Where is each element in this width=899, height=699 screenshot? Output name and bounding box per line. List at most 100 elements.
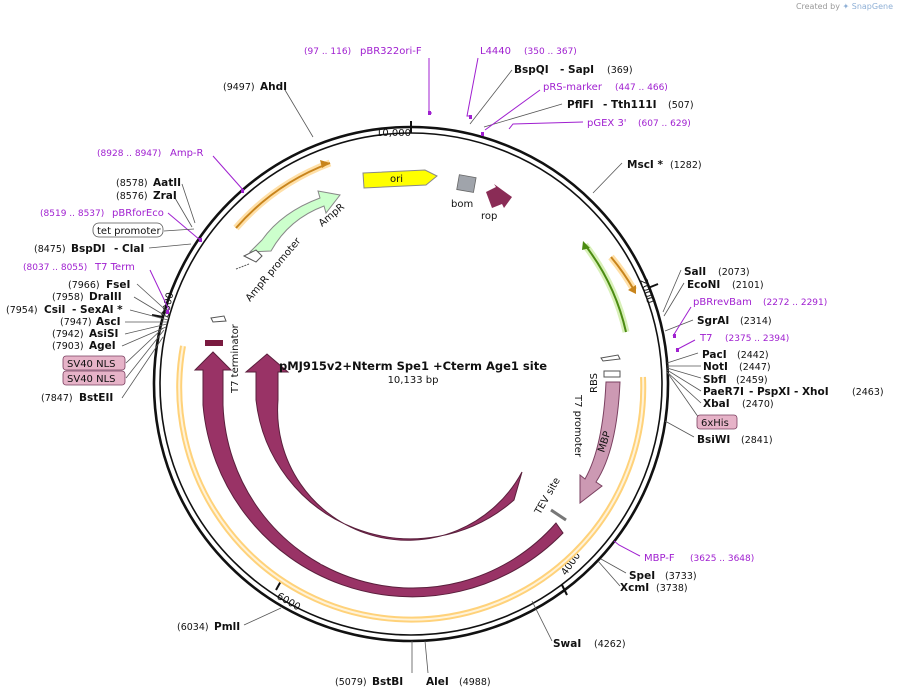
primer-l4440[interactable]: L4440 — [480, 46, 511, 57]
sv40-nls-box-1[interactable] — [62, 355, 126, 371]
site-xbai-pos: (2470) — [742, 399, 774, 410]
site-clai[interactable]: - ClaI — [114, 243, 144, 255]
right-leader-lines — [411, 69, 702, 674]
site-msci[interactable]: MscI * — [627, 159, 663, 171]
site-csii[interactable]: CsiI — [44, 304, 65, 316]
t7-terminator-feature[interactable] — [210, 315, 227, 323]
site-agei[interactable]: AgeI — [89, 340, 116, 352]
ori-feature[interactable] — [362, 169, 438, 189]
site-bspqi[interactable]: BspQI — [514, 64, 549, 76]
site-bspdi[interactable]: BspDI — [71, 243, 105, 255]
cas9-outer-feature[interactable] — [193, 351, 564, 598]
ampr-promoter-feature[interactable] — [242, 249, 263, 263]
rbs-feature[interactable] — [603, 370, 621, 378]
site-asisi[interactable]: AsiSI — [89, 328, 118, 340]
primer-t7-term[interactable]: T7 Term — [94, 262, 135, 273]
primer-pgex-3[interactable]: pGEX 3' — [587, 118, 627, 129]
site-sbfi[interactable]: SbfI — [703, 374, 727, 386]
site-agei-pos: (7903) — [52, 341, 84, 352]
site-bstbi-pos: (5079) — [335, 677, 367, 688]
cas9-inner-feature[interactable] — [244, 353, 523, 541]
site-paci-pos: (2442) — [737, 350, 769, 361]
t7-promoter-feature[interactable] — [600, 354, 621, 362]
site-pspxi-xhoi[interactable]: - PspXI - XhoI — [749, 386, 829, 398]
bom-label: bom — [451, 199, 473, 210]
site-bsteii[interactable]: BstEII — [79, 392, 113, 404]
primer-prs-marker[interactable]: pRS-marker — [543, 82, 603, 93]
rop-feature[interactable] — [486, 184, 512, 208]
primer-amp-r[interactable]: Amp-R — [170, 148, 204, 159]
site-xbai[interactable]: XbaI — [703, 398, 730, 410]
plasmid-title: pMJ915v2+Nterm Spe1 +Cterm Age1 site — [279, 359, 547, 373]
site-aatii[interactable]: AatII — [153, 177, 181, 189]
site-aatii-pos: (8578) — [116, 178, 148, 189]
site-sali[interactable]: SalI — [684, 266, 706, 278]
site-bsiwi[interactable]: BsiWI — [697, 434, 730, 446]
tev-site-feature[interactable] — [550, 508, 567, 522]
primer-l4440-pos: (350 .. 367) — [524, 47, 577, 57]
site-asci[interactable]: AscI — [96, 316, 121, 328]
site-noti[interactable]: NotI — [703, 361, 728, 373]
primer-pgex-3-pos: (607 .. 629) — [638, 119, 691, 129]
site-sbfi-pos: (2459) — [736, 375, 768, 386]
site-paer7i[interactable]: PaeR7I — [703, 386, 744, 398]
snapgene-credit: Created by ✦ SnapGene — [796, 2, 893, 11]
his-tag-box[interactable] — [696, 414, 738, 430]
primer-t7[interactable]: T7 — [699, 333, 712, 344]
site-pmli[interactable]: PmlI — [214, 621, 240, 633]
credit-brand: SnapGene — [851, 2, 893, 11]
site-tth111i[interactable]: - Tth111I — [603, 99, 657, 111]
site-alei-pos: (4988) — [459, 677, 491, 688]
green-arrow — [584, 244, 627, 333]
plasmid-length: 10,133 bp — [388, 375, 439, 386]
primer-mbp-f-pos: (3625 .. 3648) — [690, 554, 754, 564]
rbs-label: RBS — [589, 373, 600, 393]
site-csii-pos: (7954) — [6, 305, 38, 316]
bom-feature[interactable] — [456, 174, 477, 193]
site-sexai[interactable]: - SexAI * — [72, 304, 123, 316]
site-spei[interactable]: SpeI — [629, 570, 655, 582]
credit-prefix: Created by — [795, 2, 840, 11]
primer-amp-r-pos: (8928 .. 8947) — [97, 149, 161, 159]
site-sgrai-pos: (2314) — [740, 316, 772, 327]
site-pflfi[interactable]: PflFI — [567, 99, 594, 111]
left-leader-lines — [121, 89, 314, 626]
amp-r-primer-arrow — [235, 162, 331, 229]
site-econi-pos: (2101) — [732, 280, 764, 291]
site-noti-pos: (2447) — [739, 362, 771, 373]
primer-pbrrevbam-pos: (2272 .. 2291) — [763, 298, 827, 308]
site-econi[interactable]: EcoNI — [687, 279, 720, 291]
tet-promoter-box[interactable] — [92, 222, 164, 238]
sv40-nls-label-2: SV40 NLS — [67, 374, 116, 385]
site-bstbi[interactable]: BstBI — [372, 676, 403, 688]
site-asci-pos: (7947) — [60, 317, 92, 328]
primer-site-marks — [166, 111, 679, 352]
site-swai-pos: (4262) — [594, 639, 626, 650]
sv40-nls-box-2[interactable] — [62, 370, 126, 386]
site-ahdi[interactable]: AhdI — [260, 81, 287, 93]
primer-mbp-f[interactable]: MBP-F — [644, 553, 675, 564]
primer-pbr322ori-f[interactable]: pBR322ori-F — [360, 46, 422, 57]
right-site-labels: BspQI - SapI (369) PflFI - Tth111I (507)… — [426, 64, 884, 688]
site-sgrai[interactable]: SgrAI — [697, 315, 729, 327]
snapgene-logo-icon: ✦ — [842, 2, 850, 11]
site-msci-pos: (1282) — [670, 160, 702, 171]
site-paci[interactable]: PacI — [702, 349, 727, 361]
sv40-nls-label-1: SV40 NLS — [67, 359, 116, 370]
ampr-feature[interactable] — [248, 190, 341, 253]
primer-pbrforeco[interactable]: pBRforEco — [112, 208, 164, 219]
site-zrai-pos: (8576) — [116, 191, 148, 202]
site-alei[interactable]: AleI — [426, 676, 449, 688]
mbp-feature[interactable] — [579, 381, 621, 505]
site-fsei[interactable]: FseI — [106, 279, 130, 291]
primer-pbr322ori-f-pos: (97 .. 116) — [304, 47, 351, 57]
site-swai[interactable]: SwaI — [553, 638, 581, 650]
site-ahdi-pos: (9497) — [223, 82, 255, 93]
primer-pbrrevbam[interactable]: pBRrevBam — [693, 297, 752, 308]
site-zrai[interactable]: ZraI — [153, 190, 177, 202]
site-draiii[interactable]: DraIII — [89, 291, 122, 303]
site-sapi[interactable]: - SapI — [560, 64, 594, 76]
tick-label-2000: 2000 — [637, 278, 655, 306]
tet-promoter-label: tet promoter — [97, 226, 161, 237]
site-xcmi[interactable]: XcmI — [620, 582, 649, 594]
